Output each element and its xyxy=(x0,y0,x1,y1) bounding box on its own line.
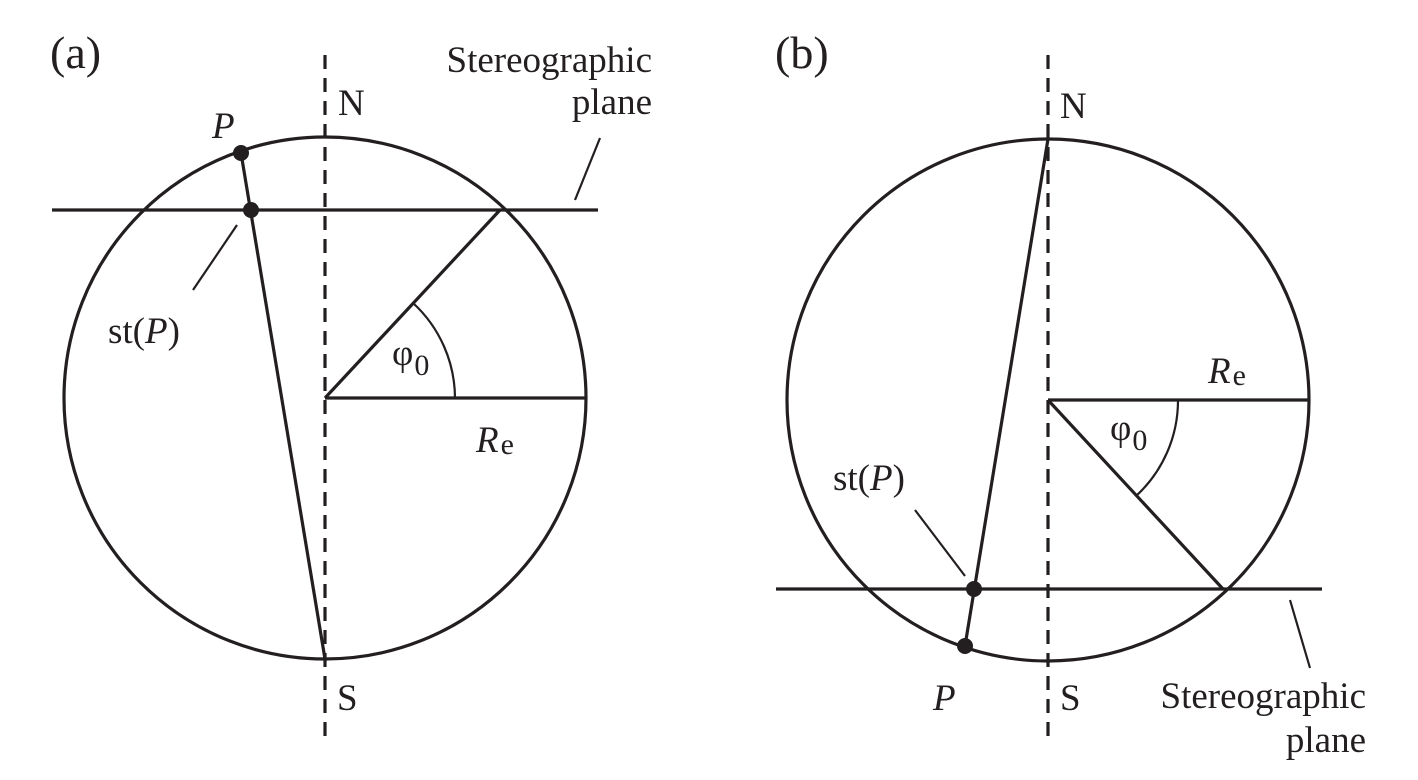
panel-a-point-stp xyxy=(243,202,259,218)
panel-b-p-label: P xyxy=(932,678,956,719)
panel-a-angle-arc xyxy=(412,302,457,399)
panel-a-radius-label: Re xyxy=(475,420,514,461)
panel-b-north-label: N xyxy=(1060,86,1087,127)
panel-b-plane-label-line2: plane xyxy=(1286,720,1366,761)
panel-b-south-label: S xyxy=(1060,678,1081,719)
panel-a-label: (a) xyxy=(50,27,101,78)
panel-b-stp-label: st(P) xyxy=(833,458,905,499)
panel-a-plane-label-line2: plane xyxy=(572,82,652,123)
panel-b-stp-leader xyxy=(914,509,966,577)
panel-a-stp-label: st(P) xyxy=(108,311,180,352)
panel-b-point-stp xyxy=(966,581,982,597)
panel-a-south-label: S xyxy=(337,678,358,719)
panel-a-projection-ray xyxy=(239,152,327,660)
panel-b-point-p xyxy=(957,638,973,654)
panel-a-plane-leader xyxy=(573,137,602,201)
panel-a-plane-label-line1: Stereographic xyxy=(447,40,652,81)
panel-b: (b) N S P st(P) Re φ0 Stereographic plan… xyxy=(775,27,1366,761)
panel-b-radius-label: Re xyxy=(1207,351,1246,392)
panel-b-angle-label: φ0 xyxy=(1110,408,1147,457)
panel-a-angle-label: φ0 xyxy=(392,333,429,382)
panel-a-point-p xyxy=(233,145,249,161)
panel-a-north-label: N xyxy=(338,83,365,124)
panel-b-projection-ray xyxy=(963,138,1050,647)
panel-a-stp-leader xyxy=(192,224,238,291)
panel-b-latitude-radius xyxy=(1046,398,1225,591)
panel-b-plane-label-line1: Stereographic xyxy=(1161,676,1366,717)
panel-b-label: (b) xyxy=(775,27,829,78)
panel-a-p-label: P xyxy=(211,106,235,147)
panel-b-angle-arc xyxy=(1135,399,1180,497)
panel-a: (a) N S P st(P) Re φ0 Stereographic plan… xyxy=(50,27,652,745)
panel-b-plane-leader xyxy=(1288,599,1312,669)
